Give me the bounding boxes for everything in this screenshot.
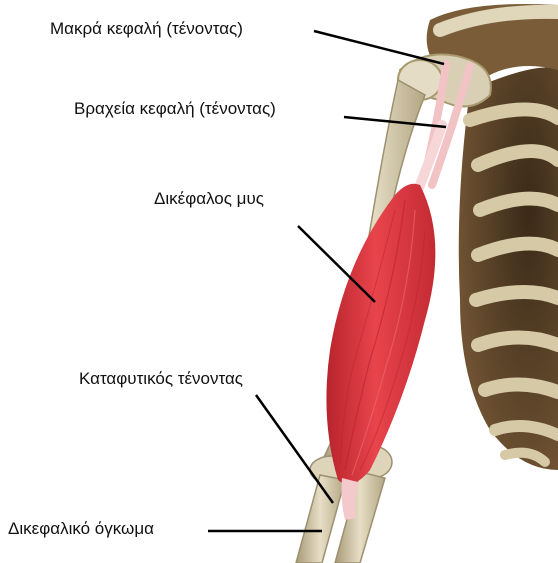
leader-line-insertion (256, 395, 333, 503)
label-biceps-muscle: Δικέφαλος μυς (154, 189, 264, 209)
forearm-bones (296, 472, 385, 563)
distal-tendon (341, 478, 358, 520)
rib-cage (459, 68, 558, 471)
label-tuberosity: Δικεφαλικό όγκωμα (8, 519, 154, 539)
label-long-head: Μακρά κεφαλή (τένοντας) (50, 19, 243, 39)
biceps-muscle (326, 184, 435, 484)
leader-line-long-head (314, 31, 444, 64)
label-insertion-tendon: Καταφυτικός τένοντας (79, 369, 243, 389)
label-short-head: Βραχεία κεφαλή (τένοντας) (74, 99, 276, 119)
